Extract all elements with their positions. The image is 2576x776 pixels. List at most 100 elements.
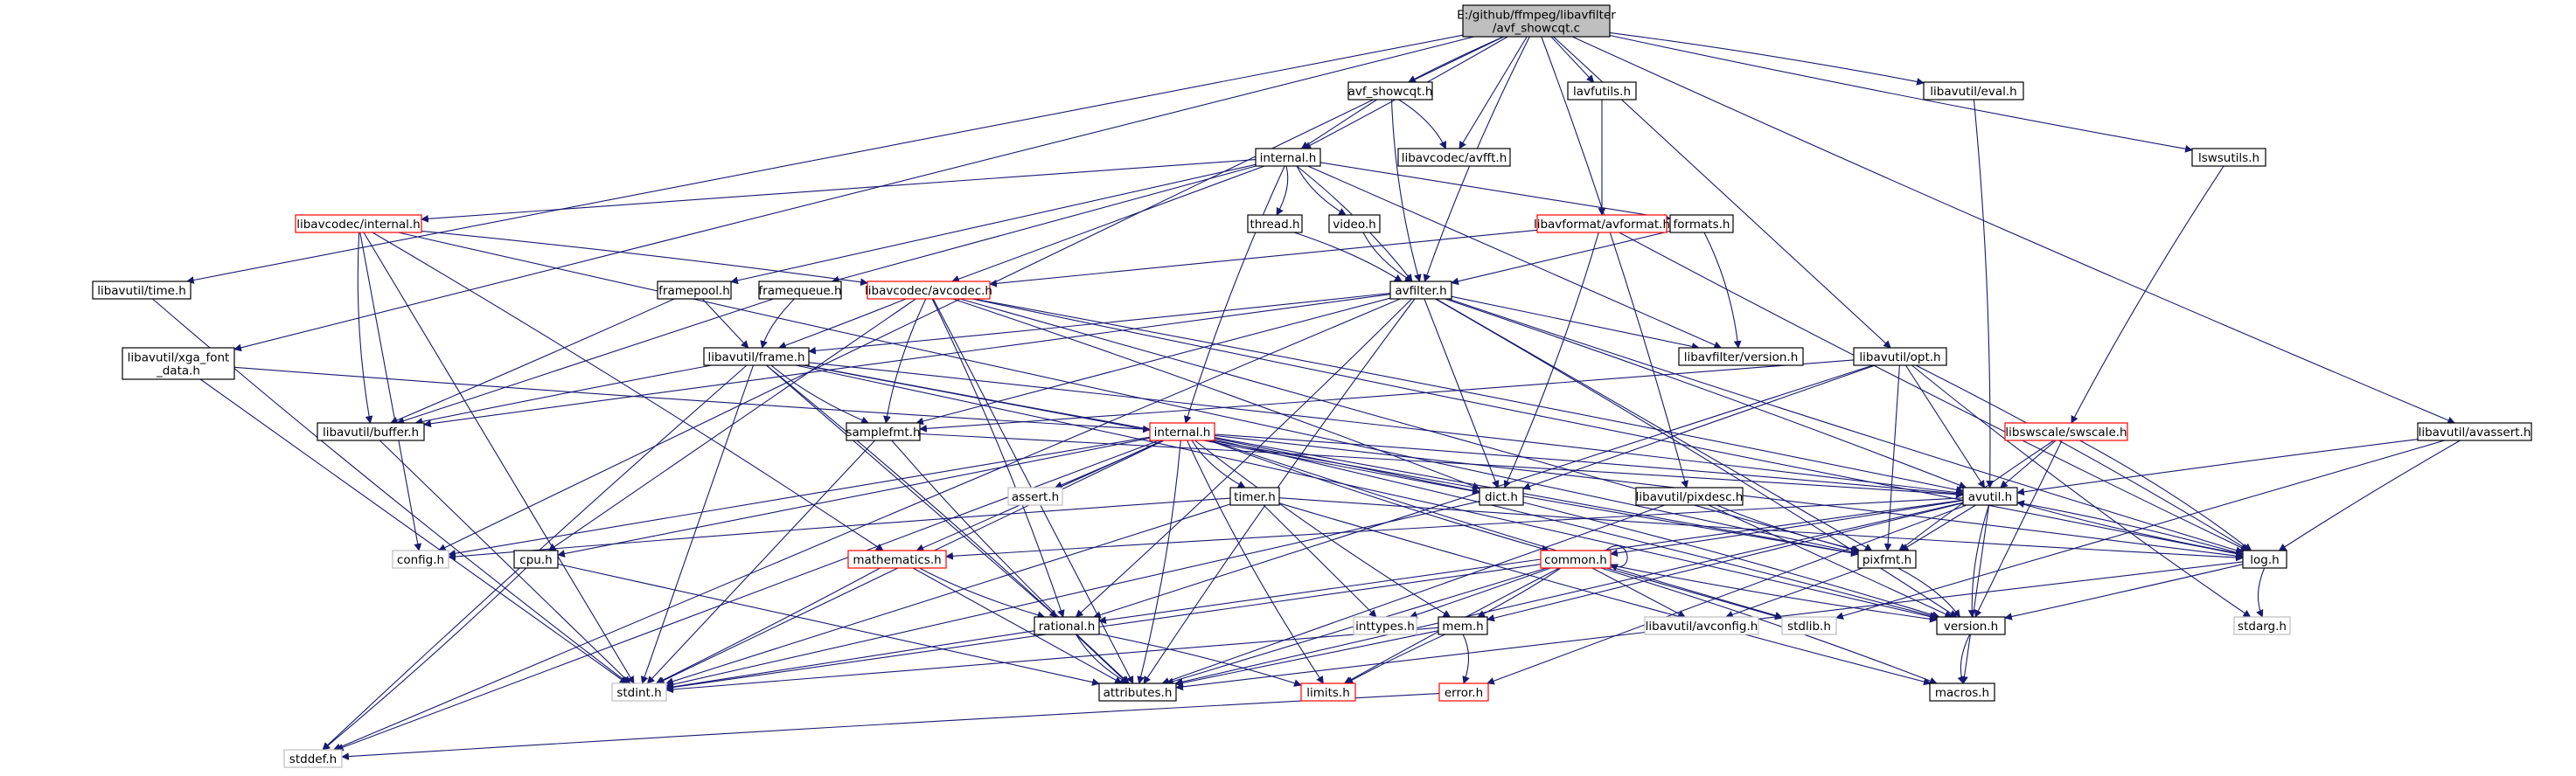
include-edge-libavutil_frame_h-to-stdint_h: [640, 364, 755, 684]
node-label: libavcodec/avfft.h: [1402, 151, 1507, 165]
node-label: /avf_showcqt.c: [1493, 22, 1580, 36]
node-libavfilter-version-h[interactable]: libavfilter/version.h: [1678, 347, 1804, 366]
node-label: attributes.h: [1104, 686, 1173, 700]
node-framequeue-h[interactable]: framequeue.h: [758, 281, 842, 300]
include-edge-internal_h_2-to-timer_h: [1191, 440, 1246, 488]
node-avutil-h[interactable]: avutil.h: [1962, 487, 2018, 506]
node-label: cpu.h: [519, 553, 552, 567]
node-attributes-h[interactable]: attributes.h: [1098, 682, 1177, 702]
include-edge-timer_h-to-config_h: [448, 497, 1231, 561]
include-edge-libavutil_xga_font_data_h-to-internal_h_2: [233, 366, 1151, 433]
node-label: error.h: [1445, 686, 1483, 700]
node-mathematics-h[interactable]: mathematics.h: [847, 550, 947, 569]
node-label: assert.h: [1012, 490, 1059, 504]
node-log-h[interactable]: log.h: [2242, 550, 2287, 569]
node-box: [1929, 682, 1995, 702]
node-limits-h[interactable]: limits.h: [1300, 682, 1356, 702]
node-box: [1567, 81, 1637, 100]
node-libavutil-eval-h[interactable]: libavutil/eval.h: [1923, 81, 2024, 100]
include-edge-libavutil_frame_h-to-attributes_h: [766, 364, 1129, 684]
node-avfilter-h[interactable]: avfilter.h: [1389, 281, 1452, 300]
node-box: [1853, 347, 1947, 366]
node-box: [1936, 616, 2006, 635]
include-edge-avutil_h-to-error_h: [1486, 504, 1967, 685]
node-label: framepool.h: [658, 284, 730, 298]
node-lavfutils-h[interactable]: lavfutils.h: [1567, 81, 1637, 100]
node-box: [92, 281, 191, 300]
node-box: [703, 347, 810, 366]
node-internal-h-2[interactable]: internal.h: [1149, 422, 1215, 441]
node-libavcodec-internal-h[interactable]: libavcodec/internal.h: [295, 214, 422, 233]
node-thread-h[interactable]: thread.h: [1247, 214, 1303, 233]
node-label: avfilter.h: [1395, 284, 1446, 298]
node-libavutil-pixdesc-h[interactable]: libavutil/pixdesc.h: [1635, 487, 1744, 506]
edge-layer: [152, 31, 2461, 760]
node-rational-h[interactable]: rational.h: [1034, 616, 1100, 635]
node-box: [1098, 682, 1177, 702]
node-box: [1389, 281, 1452, 300]
include-edge-libavcodec_internal_h-to-config_h: [359, 232, 422, 551]
node-libavutil-time-h[interactable]: libavutil/time.h: [92, 281, 191, 300]
include-edge-libavcodec_avcodec_h-to-log_h: [971, 298, 2244, 558]
include-edge-internal_h-to-video_h: [1296, 165, 1347, 216]
include-edge-avfilter_h-to-libavfilter_version_h: [1451, 295, 1700, 350]
node-label: stdint.h: [616, 686, 661, 700]
node-timer-h[interactable]: timer.h: [1229, 487, 1280, 506]
node-label: lswsutils.h: [2198, 151, 2259, 165]
include-edge-rational_h-to-attributes_h: [1076, 634, 1130, 684]
node-label: lavfutils.h: [1573, 85, 1631, 99]
include-edge-framepool_h-to-libavutil_buffer_h: [389, 298, 675, 424]
node-cpu-h[interactable]: cpu.h: [513, 550, 559, 569]
include-edge-error_h-to-stddef_h: [341, 693, 1440, 760]
include-edge-common_h-to-inttypes_h: [1409, 567, 1551, 619]
node-framepool-h[interactable]: framepool.h: [657, 281, 732, 300]
node-label: framequeue.h: [758, 284, 841, 298]
node-avf-showcqt-h[interactable]: avf_showcqt.h: [1347, 81, 1433, 100]
include-edge-libavcodec_internal_h-to-mathematics_h: [372, 232, 884, 551]
node-samplefmt-h[interactable]: samplefmt.h: [846, 422, 921, 441]
node-error-h[interactable]: error.h: [1438, 682, 1489, 702]
node-box: [1247, 214, 1303, 233]
node-pixfmt-h[interactable]: pixfmt.h: [1857, 550, 1917, 569]
node-version-h[interactable]: version.h: [1936, 616, 2006, 635]
include-edge-mathematics_h-to-stdint_h: [655, 567, 881, 684]
node-libavutil-buffer-h[interactable]: libavutil/buffer.h: [317, 422, 425, 441]
node-libavutil-opt-h[interactable]: libavutil/opt.h: [1853, 347, 1947, 366]
node-box: [1397, 148, 1511, 167]
node-internal-h[interactable]: internal.h: [1255, 148, 1321, 167]
node-macros-h[interactable]: macros.h: [1929, 682, 1995, 702]
node-libavutil-frame-h[interactable]: libavutil/frame.h: [703, 347, 810, 366]
include-edge-internal_h_2-to-version_h: [1214, 439, 1938, 620]
include-edge-common_h-to-stdlib_h: [1605, 567, 1783, 620]
include-edge-avfilter_h-to-avutil_h: [1445, 298, 1967, 489]
include-edge-samplefmt_h-to-attributes_h: [891, 440, 1130, 684]
node-libavutil-xga-font-data-h[interactable]: libavutil/xga_font_data.h: [122, 347, 235, 380]
include-edge-timer_h-to-macros_h: [1278, 502, 1932, 686]
node-dict-h[interactable]: dict.h: [1479, 487, 1524, 506]
node-box: [2233, 616, 2291, 635]
include-edge-avf_showcqt_h-to-internal_h: [1300, 99, 1377, 149]
node-libavutil-avassert-h[interactable]: libavutil/avassert.h: [2417, 422, 2532, 441]
node-libavcodec-avfft-h[interactable]: libavcodec/avfft.h: [1397, 148, 1511, 167]
include-edge-libavcodec_avcodec_h-to-avutil_h: [973, 298, 1964, 494]
node-libavformat-avformat-h[interactable]: libavformat/avformat.h: [1534, 214, 1670, 233]
node-libswscale-swscale-h[interactable]: libswscale/swscale.h: [2004, 422, 2128, 441]
node-label: pixfmt.h: [1862, 553, 1911, 567]
node-label: stdlib.h: [1787, 620, 1831, 634]
node-common-h[interactable]: common.h: [1540, 550, 1612, 569]
node-libavcodec-avcodec-h[interactable]: libavcodec/avcodec.h: [865, 281, 992, 300]
node-root[interactable]: E:/github/ffmpeg/libavfilter/avf_showcqt…: [1457, 4, 1616, 38]
include-edge-mem_h-to-error_h: [1462, 634, 1470, 684]
include-edge-avutil_h-to-rational_h: [1098, 499, 1964, 625]
node-mem-h[interactable]: mem.h: [1438, 616, 1488, 635]
node-video-h[interactable]: video.h: [1328, 214, 1381, 233]
include-edge-lswsutils_h-to-libswscale_swscale_h: [2071, 165, 2224, 424]
include-edge-libavcodec_avcodec_h-to-rational_h: [931, 298, 1065, 618]
node-stddef-h: stddef.h: [283, 749, 343, 768]
node-formats-h[interactable]: formats.h: [1669, 214, 1734, 233]
include-edge-framequeue_h-to-libavutil_buffer_h: [396, 298, 774, 425]
include-edge-samplefmt_h-to-stdint_h: [646, 440, 876, 684]
node-lswsutils-h[interactable]: lswsutils.h: [2191, 148, 2266, 167]
node-box: [1923, 81, 2024, 100]
node-label: _data.h: [156, 364, 200, 378]
